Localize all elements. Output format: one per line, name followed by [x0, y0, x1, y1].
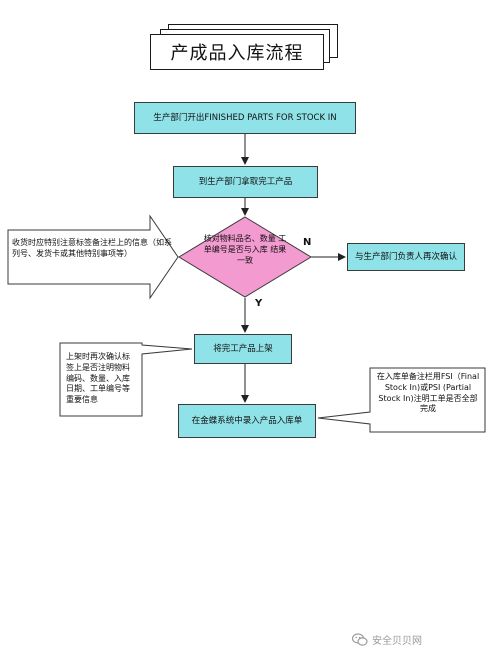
receiving-note-text: 收货时应特别注意标签备注栏上的信息（如系列号、发货卡或其他特别事项等） [12, 238, 172, 258]
step-confirm-box: 与生产部门负责人再次确认 [347, 243, 465, 271]
step-shelve-box: 将完工产品上架 [194, 334, 292, 364]
branch-label-no: N [303, 237, 312, 248]
receiving-note-arrow [7, 214, 179, 300]
shelving-note-text: 上架时再次确认标签上是否注明物料编码、数量、入库日期、工单编号等重要信息 [66, 352, 130, 405]
step-start-box: 生产部门开出FINISHED PARTS FOR STOCK IN [134, 102, 356, 134]
decision-label: 核对物料品名、数量 工单编号是否与入库 结果一致 [203, 234, 287, 265]
watermark: 安全贝贝网 [352, 632, 422, 647]
title-banner: 产成品入库流程 [150, 24, 340, 70]
page-title: 产成品入库流程 [150, 34, 324, 70]
record-note-callout [317, 367, 486, 433]
watermark-text: 安全贝贝网 [372, 636, 422, 647]
record-note-text: 在入库单备注栏用FSI（Final Stock In)或PSI (Partial… [376, 372, 480, 414]
step-record-box: 在金蝶系统中录入产品入库单 [178, 404, 316, 438]
step-fetch-box: 到生产部门拿取完工产品 [173, 166, 318, 198]
decision-diamond [178, 216, 312, 298]
branch-label-yes: Y [255, 298, 263, 309]
shelving-note-callout [59, 342, 193, 417]
wechat-icon [352, 632, 368, 646]
